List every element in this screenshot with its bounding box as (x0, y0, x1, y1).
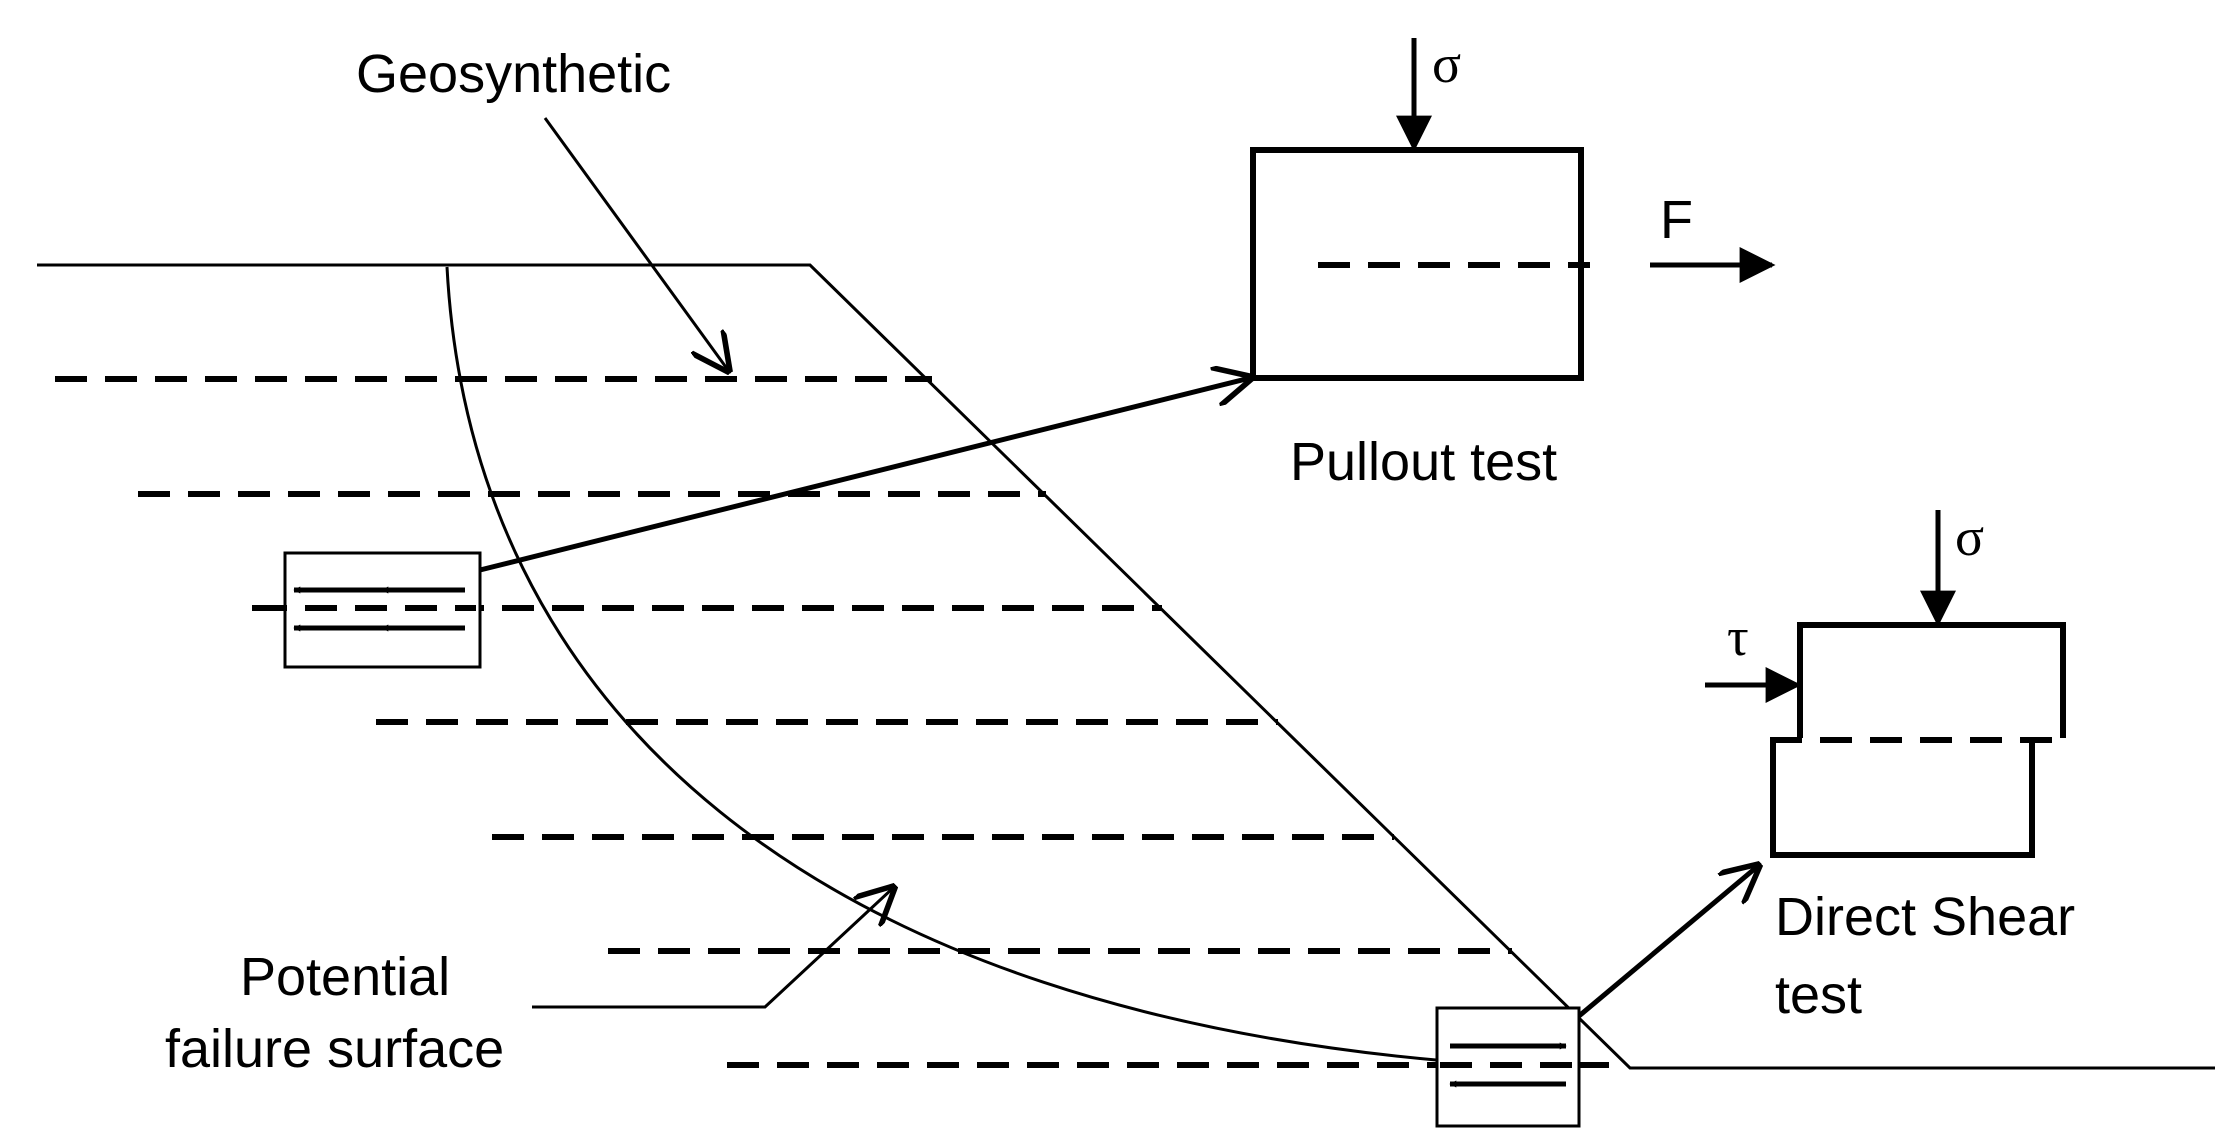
pullout-test-apparatus: σ F Pullout test (1250, 34, 1776, 492)
shear-upper-box (1797, 622, 2066, 738)
shear-tau-label: τ (1727, 607, 1749, 667)
geosynthetic-leader-arrow (543, 117, 728, 370)
direct-shear-label-line2: test (1775, 965, 1862, 1025)
pullout-connector-arrow (479, 378, 1250, 573)
failure-surface-label-line1: Potential (240, 947, 450, 1007)
shear-sigma-label: σ (1955, 507, 1984, 567)
pullout-test-label: Pullout test (1290, 432, 1557, 492)
failure-surface-leader-arrow (532, 888, 893, 1009)
failure-surface-label-line2: failure surface (165, 1019, 504, 1079)
shear-lower-box (1770, 742, 2035, 858)
shear-connector-arrow (1577, 866, 1758, 1018)
shear-zone-inset (1435, 1006, 1581, 1128)
direct-shear-apparatus: σ τ Direct Shear test (1705, 507, 2075, 1025)
pullout-force-label: F (1660, 190, 1693, 250)
failure-surface-curve (445, 266, 1501, 1067)
direct-shear-label-line1: Direct Shear (1775, 887, 2075, 947)
geosynthetic-label: Geosynthetic (356, 44, 671, 104)
pullout-sigma-label: σ (1432, 34, 1461, 94)
pullout-zone-inset (255, 551, 482, 669)
slope-ground-line (37, 263, 2215, 1070)
